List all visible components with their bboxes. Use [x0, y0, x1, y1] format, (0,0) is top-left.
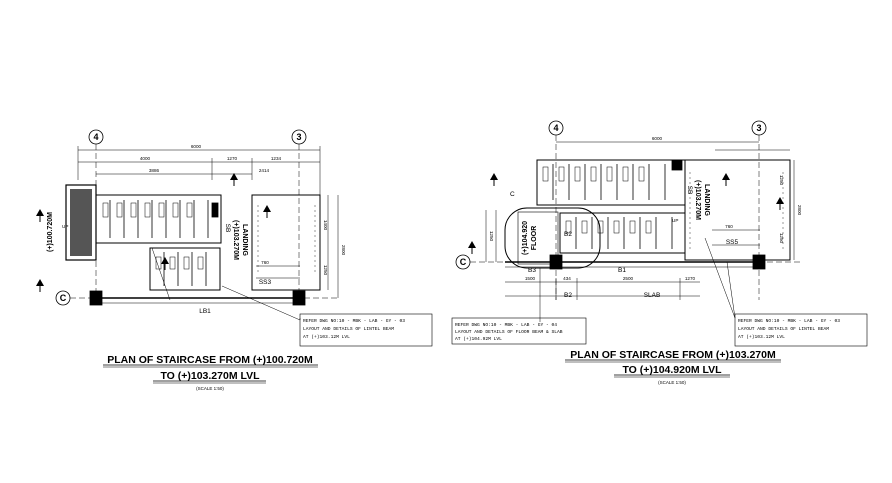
left-dim-d: 3886 — [149, 168, 160, 173]
right-title-line1: PLAN OF STAIRCASE FROM (+)103.270M — [570, 349, 776, 361]
left-title-line2: TO (+)103.270M LVL — [160, 370, 260, 382]
right-note-b-line3: AT (+)103.12M LVL — [738, 334, 785, 340]
left-note-line2: LAYOUT AND DETAILS OF LINTEL BEAM — [303, 326, 394, 332]
left-beam-label: LB1 — [199, 308, 211, 315]
right-dim-g: 760 — [725, 224, 733, 229]
right-scale: (SCALE 1:50) — [658, 380, 686, 385]
right-slab-label: SLAB — [644, 292, 661, 299]
right-dim-h: 1250 — [779, 233, 784, 244]
right-dim-overall: 6000 — [652, 136, 663, 141]
left-staircase-plan — [36, 129, 433, 384]
note-box-left — [299, 313, 433, 347]
left-dim-f: 1400 — [323, 220, 328, 231]
right-dim-c: 2500 — [623, 276, 634, 281]
left-dim-i: 760 — [261, 260, 269, 265]
left-dim-e: 2414 — [259, 168, 270, 173]
left-grid-label-c: C — [60, 293, 67, 303]
left-title-line1: PLAN OF STAIRCASE FROM (+)100.720M — [107, 354, 313, 366]
right-note-b-line1: REFER DWG NO:10 - MBK - LAB - GY - 03 — [738, 318, 840, 324]
right-grid-label-c: C — [460, 257, 467, 267]
left-dim-c: 1234 — [271, 156, 282, 161]
right-c-label: C — [510, 191, 515, 198]
right-dim-d: 1270 — [685, 276, 696, 281]
right-landing-label-2: LANDING — [703, 184, 710, 216]
right-note-b-line2: LAYOUT AND DETAILS OF LINTEL BEAM — [738, 326, 829, 332]
right-dim-e: 1250 — [779, 175, 784, 186]
right-up-label: UP — [672, 218, 678, 223]
note-box-right-a — [451, 317, 587, 345]
left-grid-label-4: 4 — [93, 132, 98, 142]
landing-area — [251, 194, 321, 291]
right-staircase-plan — [451, 120, 868, 378]
right-b1-label: B1 — [618, 267, 626, 274]
left-grid-label-3: 3 — [296, 132, 301, 142]
left-dim-h: 2800 — [341, 245, 346, 256]
right-dim-f: 2800 — [797, 205, 802, 216]
left-landing-label-2: LANDING — [241, 224, 248, 256]
landing-area — [684, 159, 791, 261]
stair-flight-lower — [149, 247, 221, 291]
left-dim-g: 1250 — [323, 265, 328, 276]
stair-flight-lower — [559, 212, 686, 254]
left-ss-label: SS3 — [259, 279, 272, 286]
left-landing-label-1: (+)103.270M — [232, 220, 239, 260]
right-b2-label: B2 — [564, 231, 572, 238]
note-box-right-b — [734, 313, 868, 347]
right-floor-label-1: (+)104.920 — [522, 221, 529, 255]
right-dim-b: 434 — [563, 276, 571, 281]
left-sb-label: SB — [224, 224, 231, 233]
left-level-label: (+)100.720M — [47, 212, 54, 252]
stair-flight-upper — [95, 194, 222, 244]
left-dim-overall: 6000 — [191, 144, 202, 149]
right-grid-label-3: 3 — [756, 123, 761, 133]
column-left — [549, 254, 563, 270]
right-title-line2: TO (+)104.920M LVL — [622, 364, 722, 376]
left-note-line3: AT (+)103.12M LVL — [303, 334, 350, 340]
right-note-a-line3: AT (+)104.92M LVL — [455, 336, 502, 342]
right-floor-label-2: FLOOR — [531, 226, 538, 251]
left-scale: (SCALE 1:50) — [196, 386, 224, 391]
left-up-label: UP — [62, 224, 68, 229]
right-grid-label-4: 4 — [553, 123, 558, 133]
right-dim-i: 1250 — [489, 231, 494, 242]
right-note-a-line1: REFER DWG NO:10 - MBK - LAB - GY - 04 — [455, 322, 557, 328]
left-dim-a: 4000 — [140, 156, 151, 161]
left-dim-b: 1270 — [227, 156, 238, 161]
right-sb-label: SB — [686, 186, 693, 195]
left-note-line1: REFER DWG NO:10 - MBK - LAB - GY - 03 — [303, 318, 405, 324]
floor-area — [517, 211, 559, 265]
right-ss-label: SS5 — [726, 239, 739, 246]
right-b2-bottom-label: B2 — [564, 292, 572, 299]
column-right — [752, 254, 766, 270]
right-b3-label: B3 — [528, 267, 536, 274]
right-note-a-line2: LAYOUT AND DETAILS OF FLOOR BEAM & SLAB — [455, 329, 563, 335]
column-left — [89, 290, 103, 306]
right-dim-a: 1500 — [525, 276, 536, 281]
column-right — [292, 290, 306, 306]
right-landing-label-1: (+)103.270M — [694, 180, 701, 220]
